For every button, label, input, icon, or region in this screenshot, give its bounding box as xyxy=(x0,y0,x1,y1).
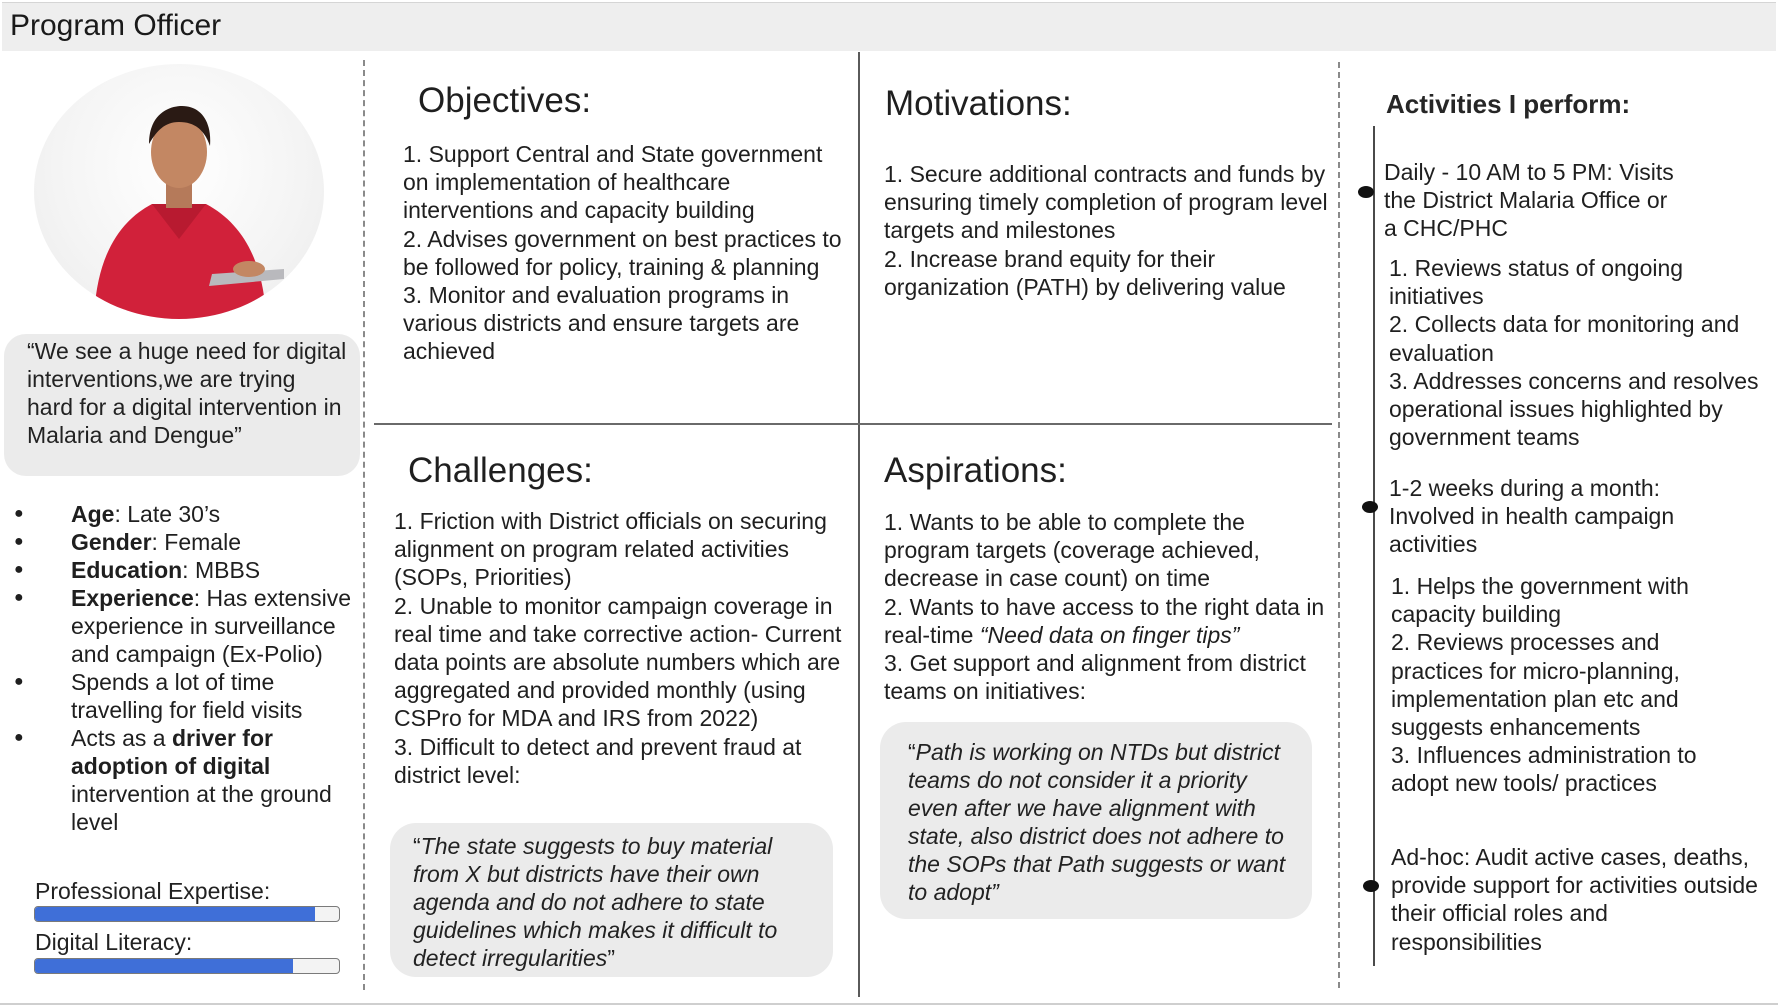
challenges-list: 1. Friction with District officials on s… xyxy=(394,507,846,789)
meter-label-digital: Digital Literacy: xyxy=(35,929,193,955)
bullet-icon: ● xyxy=(14,561,24,578)
challenge-item: 1. Friction with District officials on s… xyxy=(394,508,827,591)
fact-age: ●Age: Late 30’s xyxy=(14,501,221,527)
divider-horizontal xyxy=(374,423,1332,425)
activity-heading: Ad-hoc: Audit active cases, deaths, prov… xyxy=(1391,844,1758,955)
motivations-title: Motivations: xyxy=(885,84,1072,123)
meter-fill-professional xyxy=(35,907,315,921)
aspirations-quote: “Path is working on NTDs but district te… xyxy=(908,739,1286,905)
activity-item: 3. Addresses concerns and resolves opera… xyxy=(1389,367,1759,451)
objective-item: 3. Monitor and evaluation programs in va… xyxy=(403,282,800,365)
aspirations-quote-box xyxy=(880,722,1312,919)
fact-gender: ●Gender: Female xyxy=(14,529,242,555)
challenges-quote: “The state suggests to buy material from… xyxy=(413,833,778,971)
motivation-item: 2. Increase brand equity for their organ… xyxy=(884,245,1286,300)
aspiration-item: 2. Wants to have access to the right dat… xyxy=(884,593,1325,648)
persona-quote: “We see a huge need for digital interven… xyxy=(27,338,347,448)
challenge-item: 2. Unable to monitor campaign coverage i… xyxy=(394,592,842,732)
timeline-dot-icon xyxy=(1363,880,1379,892)
bullet-icon: ● xyxy=(14,589,24,606)
objective-item: 1. Support Central and State government … xyxy=(403,141,823,224)
activity-item: 2. Collects data for monitoring and eval… xyxy=(1389,311,1740,366)
challenges-title: Challenges: xyxy=(408,451,593,490)
activity-items: 1. Reviews status of ongoing initiatives… xyxy=(1389,254,1759,451)
divider-middle xyxy=(858,52,860,997)
activity-item: 1. Helps the government with capacity bu… xyxy=(1391,573,1689,628)
fact-travel: ●Spends a lot of time travelling for fie… xyxy=(14,669,303,723)
activities-timeline xyxy=(1373,126,1375,966)
fact-education: ●Education: MBBS xyxy=(14,557,261,583)
activity-item: 2. Reviews processes and practices for m… xyxy=(1391,629,1680,741)
divider-left xyxy=(363,60,365,990)
motivations-list: 1. Secure additional contracts and funds… xyxy=(884,160,1329,301)
timeline-dot-icon xyxy=(1362,501,1378,513)
divider-right xyxy=(1338,62,1340,988)
aspirations-list: 1. Wants to be able to complete the prog… xyxy=(884,508,1334,705)
bullet-icon: ● xyxy=(14,729,24,746)
bullet-icon: ● xyxy=(14,505,24,522)
objectives-title: Objectives: xyxy=(418,81,592,120)
page-title: Program Officer xyxy=(10,9,222,42)
activity-item: 1. Reviews status of ongoing initiatives xyxy=(1389,255,1684,310)
avatar xyxy=(34,64,324,319)
bottom-border xyxy=(0,1003,1778,1005)
activity-heading: Daily - 10 AM to 5 PM: Visits the Distri… xyxy=(1384,159,1674,242)
bullet-icon: ● xyxy=(14,533,24,550)
objectives-list: 1. Support Central and State government … xyxy=(403,140,845,366)
meter-digital xyxy=(34,958,340,974)
persona-quote-box xyxy=(4,334,360,476)
fact-experience: ●Experience: Has extensive experience in… xyxy=(14,585,351,667)
bullet-icon: ● xyxy=(14,673,24,690)
activity-item: 3. Influences administration to adopt ne… xyxy=(1391,742,1697,797)
meter-fill-digital xyxy=(35,959,294,973)
activities-title: Activities I perform: xyxy=(1386,89,1631,119)
objective-item: 2. Advises government on best practices … xyxy=(403,225,842,280)
challenge-item: 3. Difficult to detect and prevent fraud… xyxy=(394,733,802,788)
aspiration-item: 1. Wants to be able to complete the prog… xyxy=(884,509,1260,592)
motivation-item: 1. Secure additional contracts and funds… xyxy=(884,161,1328,244)
person-photo-icon xyxy=(94,106,284,319)
fact-driver: ●Acts as a driver for adoption of digita… xyxy=(14,725,332,835)
challenges-quote-box xyxy=(390,823,833,977)
aspirations-title: Aspirations: xyxy=(884,451,1067,490)
title-bar xyxy=(2,2,1776,51)
meter-label-professional: Professional Expertise: xyxy=(35,878,271,904)
activity-heading: 1-2 weeks during a month: Involved in he… xyxy=(1389,475,1675,558)
aspiration-item: 3. Get support and alignment from distri… xyxy=(884,650,1306,705)
persona-facts: ●Age: Late 30’s ●Gender: Female ●Educati… xyxy=(12,500,352,836)
meter-professional xyxy=(34,906,340,922)
activity-items: 1. Helps the government with capacity bu… xyxy=(1391,572,1726,798)
timeline-dot-icon xyxy=(1358,186,1374,198)
